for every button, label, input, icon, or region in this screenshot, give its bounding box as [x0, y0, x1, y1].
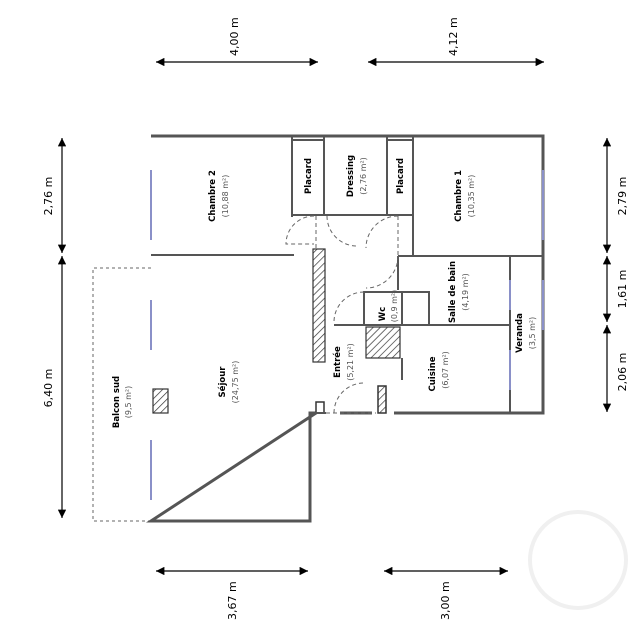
duct-hatch: [365, 326, 401, 359]
watermark-circle: [528, 510, 628, 610]
svg-text:(4,19 m²): (4,19 m²): [461, 273, 470, 311]
svg-text:(0,9 m²): (0,9 m²): [390, 290, 399, 323]
entry-wall-hatch: [312, 248, 326, 363]
sdb-closet: [401, 291, 430, 326]
svg-text:Placard: Placard: [396, 158, 406, 194]
svg-text:3,00 m: 3,00 m: [439, 581, 452, 620]
room-veranda: Veranda (3,5 m²): [515, 313, 537, 353]
svg-text:Cuisine: Cuisine: [428, 356, 438, 391]
svg-text:Chambre 1: Chambre 1: [454, 170, 464, 222]
dimension-left-top: 2,76 m: [42, 138, 67, 253]
door-chambre1: [365, 215, 399, 249]
door-sdb: [365, 255, 399, 289]
dimension-top-right: 4,12 m: [368, 17, 544, 67]
door-entree: [333, 382, 365, 414]
svg-text:3,67 m: 3,67 m: [226, 581, 239, 620]
room-dressing: Dressing (2,76 m²): [346, 155, 368, 197]
room-chambre1: Chambre 1 (10,35 m²): [454, 170, 476, 222]
svg-text:2,06 m: 2,06 m: [616, 353, 629, 392]
svg-text:4,00 m: 4,00 m: [228, 17, 241, 56]
room-balcon-sud: Balcon sud (9,5 m²): [112, 376, 133, 428]
svg-text:(5,21 m²): (5,21 m²): [346, 343, 355, 381]
svg-text:(24,75 m²): (24,75 m²): [231, 361, 240, 404]
dimension-left-bottom: 6,40 m: [42, 256, 67, 518]
door-wc: [333, 291, 365, 323]
room-placard-right: Placard: [396, 158, 406, 194]
dimension-top-left: 4,00 m: [156, 17, 318, 67]
room-salle-de-bain: Salle de bain (4,19 m²): [448, 261, 470, 323]
svg-text:(6,07 m²): (6,07 m²): [441, 351, 450, 389]
svg-text:Veranda: Veranda: [515, 313, 525, 353]
svg-text:Salle de bain: Salle de bain: [448, 261, 458, 323]
svg-text:1,61 m: 1,61 m: [616, 270, 629, 309]
svg-text:2,76 m: 2,76 m: [42, 177, 55, 216]
dimension-bottom-left: 3,67 m: [156, 566, 308, 620]
room-cuisine: Cuisine (6,07 m²): [428, 351, 450, 391]
entry-post-left: [315, 401, 325, 414]
fireplace-hatch: [152, 388, 169, 414]
room-wc: Wc (0,9 m²): [378, 290, 399, 323]
svg-text:Chambre 2: Chambre 2: [208, 170, 218, 222]
svg-text:6,40 m: 6,40 m: [42, 369, 55, 408]
svg-text:Dressing: Dressing: [346, 155, 356, 197]
balcony-outline: [92, 267, 151, 522]
door-dressing: [326, 215, 357, 247]
svg-text:Entrée: Entrée: [332, 346, 343, 378]
svg-text:Placard: Placard: [304, 158, 314, 194]
dimension-right-bottom: 2,06 m: [602, 325, 629, 412]
svg-text:Séjour: Séjour: [217, 366, 228, 398]
door-chambre2: [285, 215, 315, 245]
room-entree: Entrée (5,21 m²): [332, 343, 355, 381]
svg-text:(10,35 m²): (10,35 m²): [467, 175, 476, 218]
svg-text:(10,88 m²): (10,88 m²): [221, 175, 230, 218]
room-sejour: Séjour (24,75 m²): [217, 361, 240, 404]
svg-text:Balcon sud: Balcon sud: [112, 376, 122, 428]
dimension-right-top: 2,79 m: [602, 138, 629, 253]
svg-text:(3,5 m²): (3,5 m²): [528, 317, 537, 350]
svg-text:2,79 m: 2,79 m: [616, 177, 629, 216]
dimension-right-middle: 1,61 m: [602, 256, 629, 322]
svg-text:(9,5 m²): (9,5 m²): [124, 386, 133, 419]
entry-post-right: [377, 385, 387, 414]
room-placard-left: Placard: [304, 158, 314, 194]
svg-text:(2,76 m²): (2,76 m²): [359, 157, 368, 195]
dimension-bottom-right: 3,00 m: [384, 566, 508, 620]
svg-text:4,12 m: 4,12 m: [447, 17, 460, 56]
room-chambre2: Chambre 2 (10,88 m²): [208, 170, 230, 222]
svg-text:Wc: Wc: [378, 307, 388, 321]
